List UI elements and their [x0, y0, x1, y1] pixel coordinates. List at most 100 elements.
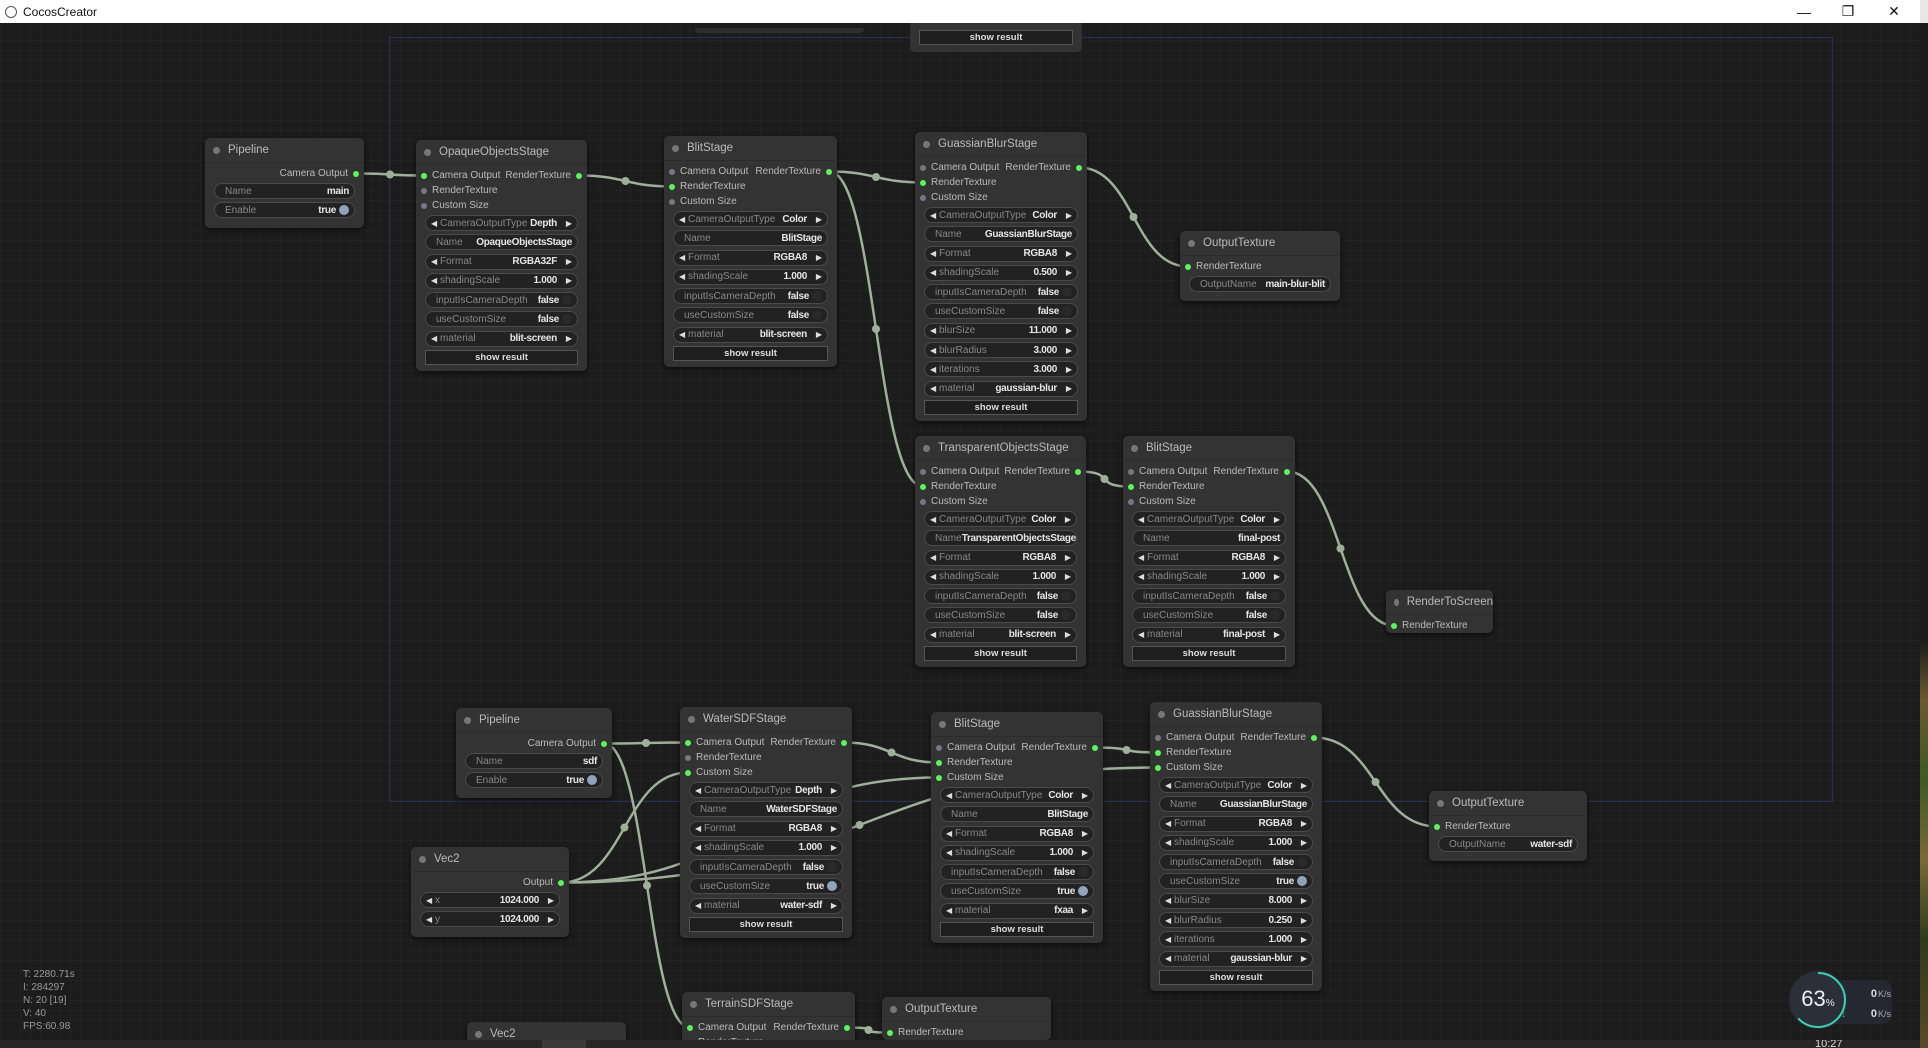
- node-collapse-dot-icon[interactable]: [1131, 444, 1138, 452]
- node-header[interactable]: GuassianBlurStage: [1150, 702, 1322, 727]
- increment-arrow-icon[interactable]: ▶: [565, 257, 572, 267]
- increment-arrow-icon[interactable]: ▶: [1065, 210, 1072, 220]
- input-port-dot-icon[interactable]: [685, 739, 691, 746]
- increment-arrow-icon[interactable]: ▶: [1273, 514, 1280, 524]
- input-port-dot-icon[interactable]: [421, 202, 427, 209]
- decrement-arrow-icon[interactable]: ◀: [1165, 819, 1172, 829]
- output-port-dot-icon[interactable]: [1075, 468, 1081, 475]
- decrement-arrow-icon[interactable]: ◀: [930, 326, 937, 336]
- input-port-dot-icon[interactable]: [1128, 468, 1134, 475]
- decrement-arrow-icon[interactable]: ◀: [946, 829, 953, 839]
- input-port-dot-icon[interactable]: [936, 759, 942, 766]
- link-midpoint-handle[interactable]: [864, 1026, 873, 1034]
- input-port-camera-output[interactable]: Camera Output: [1128, 464, 1207, 479]
- toggle-knob-icon[interactable]: [1078, 886, 1088, 897]
- output-port-render-texture[interactable]: RenderTexture: [1213, 464, 1290, 479]
- show-result-button[interactable]: show result: [689, 917, 843, 933]
- taskbar-item[interactable]: [542, 1040, 586, 1048]
- increment-arrow-icon[interactable]: ▶: [565, 218, 572, 228]
- node-header[interactable]: BlitStage: [664, 136, 837, 161]
- toggle-knob-icon[interactable]: [1062, 306, 1072, 317]
- increment-arrow-icon[interactable]: ▶: [1273, 630, 1280, 640]
- output-port-render-texture[interactable]: RenderTexture: [770, 735, 847, 750]
- increment-arrow-icon[interactable]: ▶: [1081, 906, 1088, 916]
- input-port-render-texture[interactable]: RenderTexture: [920, 479, 997, 494]
- decrement-arrow-icon[interactable]: ◀: [679, 272, 686, 282]
- input-port-dot-icon[interactable]: [669, 168, 675, 175]
- node-collapse-dot-icon[interactable]: [688, 715, 695, 723]
- input-port-dot-icon[interactable]: [1155, 734, 1161, 741]
- input-port-render-texture[interactable]: RenderTexture: [1391, 618, 1468, 633]
- input-port-dot-icon[interactable]: [920, 164, 926, 171]
- decrement-arrow-icon[interactable]: ◀: [426, 914, 433, 924]
- output-port-render-texture[interactable]: RenderTexture: [1021, 740, 1098, 755]
- increment-arrow-icon[interactable]: ▶: [1065, 268, 1072, 278]
- input-port-dot-icon[interactable]: [421, 187, 427, 194]
- increment-arrow-icon[interactable]: ▶: [1081, 848, 1088, 858]
- increment-arrow-icon[interactable]: ▶: [565, 334, 572, 344]
- output-port-render-texture[interactable]: RenderTexture: [505, 168, 582, 183]
- increment-arrow-icon[interactable]: ▶: [1064, 630, 1071, 640]
- node-collapse-dot-icon[interactable]: [923, 140, 930, 148]
- input-port-custom-size[interactable]: Custom Size: [936, 770, 1004, 785]
- increment-arrow-icon[interactable]: ▶: [1064, 514, 1071, 524]
- increment-arrow-icon[interactable]: ▶: [1065, 345, 1072, 355]
- input-port-render-texture[interactable]: RenderTexture: [1155, 745, 1232, 760]
- increment-arrow-icon[interactable]: ▶: [565, 276, 572, 286]
- input-port-dot-icon[interactable]: [421, 172, 427, 179]
- decrement-arrow-icon[interactable]: ◀: [1165, 954, 1172, 964]
- node-header[interactable]: OpaqueObjectsStage: [416, 140, 587, 165]
- output-port-camera-output[interactable]: Camera Output: [528, 736, 607, 751]
- node-header[interactable]: TransparentObjectsStage: [915, 436, 1086, 461]
- increment-arrow-icon[interactable]: ▶: [815, 253, 822, 263]
- output-port-dot-icon[interactable]: [558, 879, 564, 886]
- node-header[interactable]: OutputTexture: [882, 997, 1051, 1022]
- toggle-knob-icon[interactable]: [1270, 610, 1280, 621]
- input-port-dot-icon[interactable]: [1155, 764, 1161, 771]
- decrement-arrow-icon[interactable]: ◀: [930, 514, 937, 524]
- input-port-custom-size[interactable]: Custom Size: [1155, 760, 1223, 775]
- input-port-dot-icon[interactable]: [1391, 622, 1397, 629]
- increment-arrow-icon[interactable]: ▶: [1273, 572, 1280, 582]
- decrement-arrow-icon[interactable]: ◀: [695, 901, 702, 911]
- input-port-dot-icon[interactable]: [887, 1029, 893, 1036]
- input-port-camera-output[interactable]: Camera Output: [669, 164, 748, 179]
- input-port-render-texture[interactable]: RenderTexture: [936, 755, 1013, 770]
- input-port-custom-size[interactable]: Custom Size: [669, 194, 737, 209]
- node-header[interactable]: Vec2: [467, 1022, 626, 1040]
- increment-arrow-icon[interactable]: ▶: [547, 895, 554, 905]
- decrement-arrow-icon[interactable]: ◀: [431, 257, 438, 267]
- input-port-dot-icon[interactable]: [920, 468, 926, 475]
- toggle-knob-icon[interactable]: [562, 314, 572, 325]
